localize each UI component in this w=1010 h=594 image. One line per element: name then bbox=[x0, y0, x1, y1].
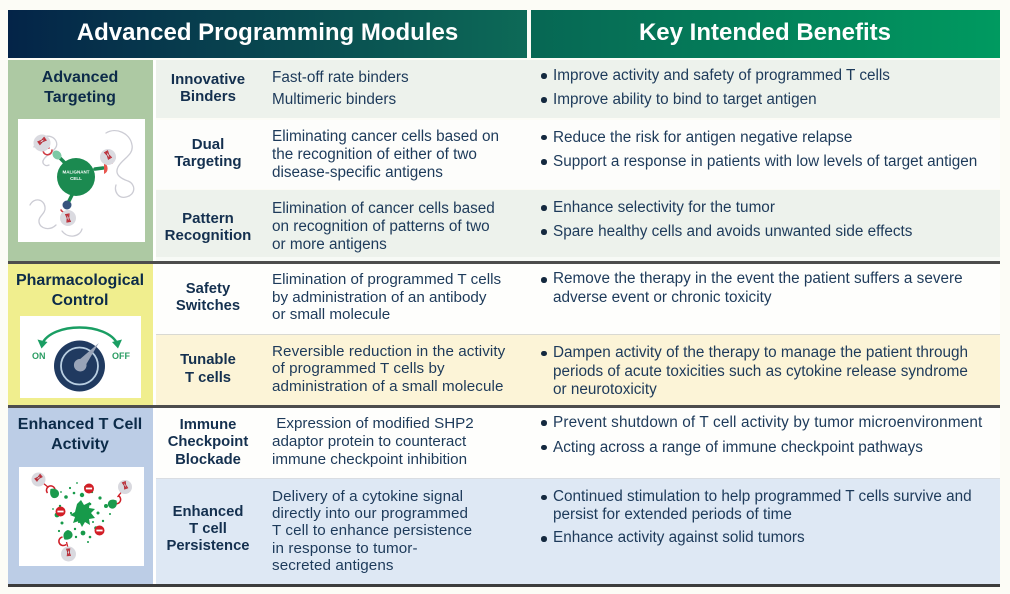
svg-text:ON: ON bbox=[32, 351, 46, 361]
svg-text:OFF: OFF bbox=[112, 351, 130, 361]
